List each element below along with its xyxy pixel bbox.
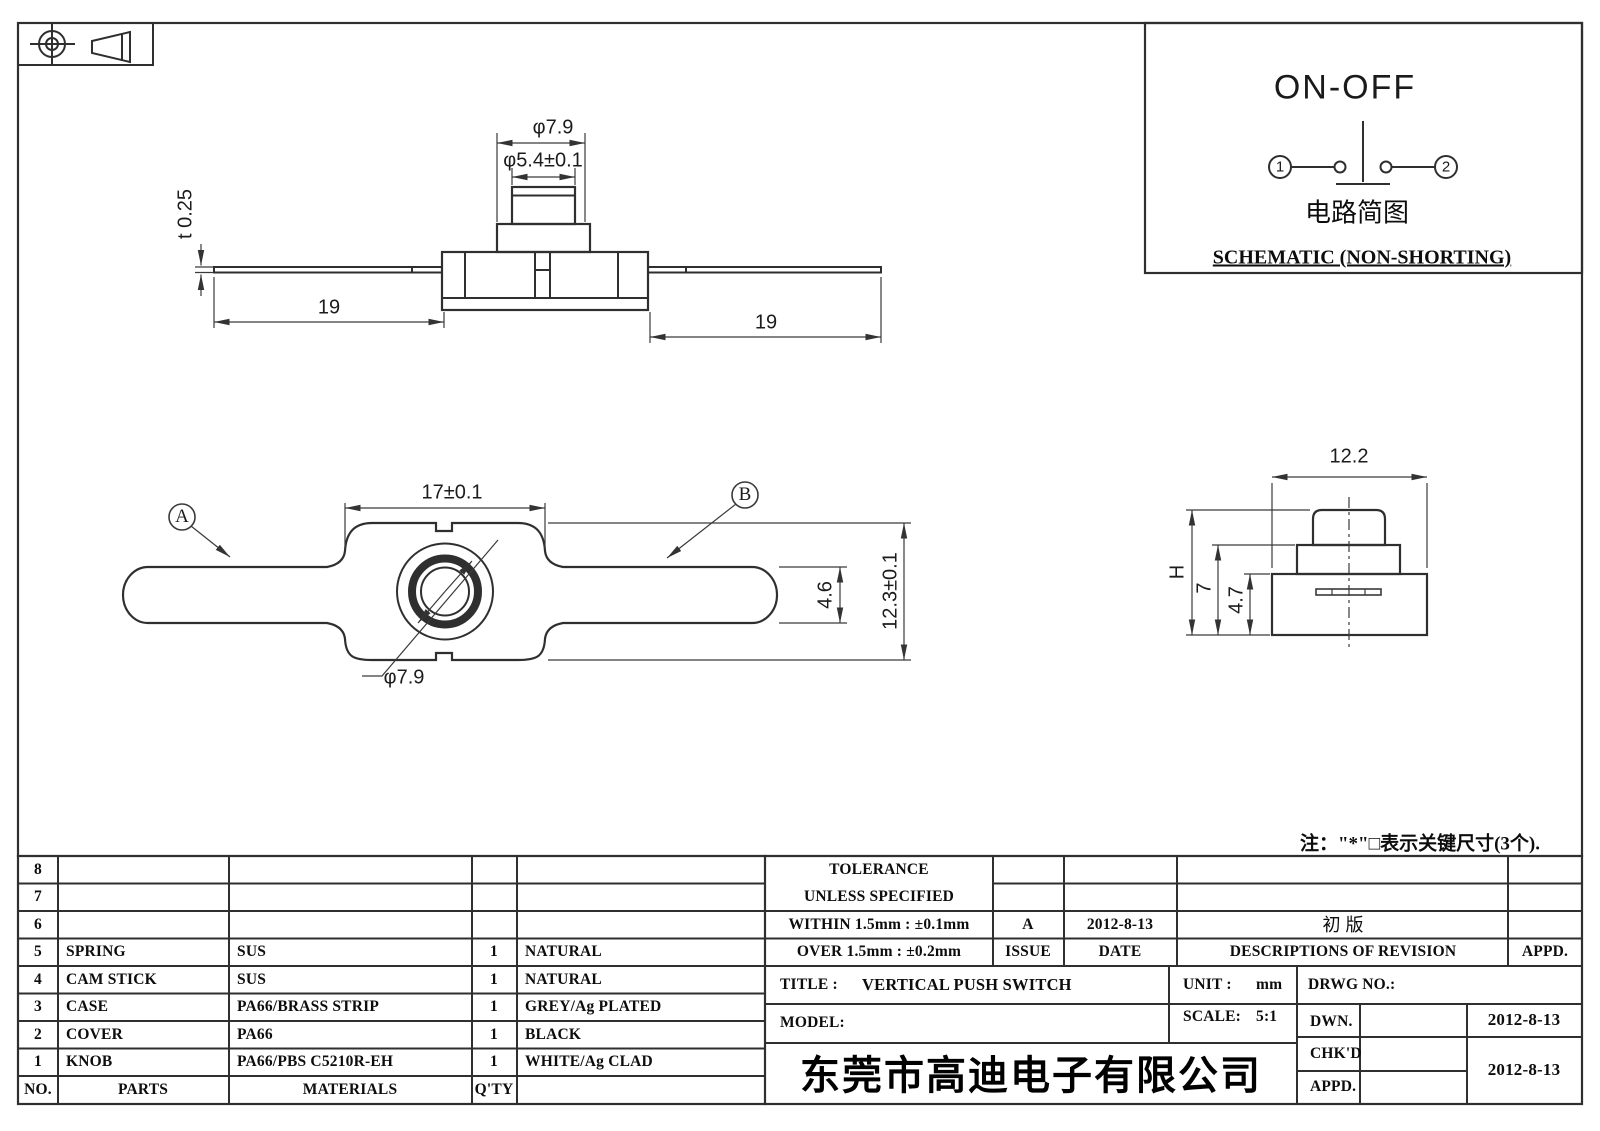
- part-name: CASE: [66, 998, 109, 1015]
- part-name: KNOB: [66, 1053, 113, 1070]
- tolerance-within: WITHIN 1.5mm : ±0.1mm: [788, 916, 970, 933]
- part-qty: 1: [490, 1026, 498, 1043]
- part-material: PA66/BRASS STRIP: [237, 998, 380, 1015]
- scale-label: SCALE:: [1183, 1008, 1242, 1025]
- part-finish: NATURAL: [525, 971, 602, 988]
- part-finish: NATURAL: [525, 943, 602, 960]
- front-view-drawing: [195, 133, 882, 343]
- terminal-1-label: 1: [1275, 158, 1285, 176]
- dim-base-height: 4.7: [1225, 586, 1248, 614]
- part-material: PA66: [237, 1026, 273, 1043]
- schematic-title: ON-OFF: [1273, 68, 1417, 107]
- dim-stem-diameter: φ5.4±0.1: [503, 149, 583, 172]
- revision-description-label: DESCRIPTIONS OF REVISION: [1229, 943, 1457, 960]
- chkd-date: 2012-8-13: [1487, 1060, 1561, 1079]
- part-name: CAM STICK: [66, 971, 157, 988]
- unit-value: mm: [1256, 976, 1283, 993]
- title-label: TITLE :: [780, 976, 838, 993]
- part-finish: GREY/Ag PLATED: [525, 998, 662, 1015]
- dim-body-width: 17±0.1: [421, 481, 483, 504]
- company-name: 东莞市高迪电子有限公司: [800, 1054, 1262, 1098]
- scale-value: 5:1: [1256, 1008, 1278, 1025]
- title-value: VERTICAL PUSH SWITCH: [862, 975, 1072, 994]
- part-material: SUS: [237, 971, 267, 988]
- part-name: SPRING: [66, 943, 126, 960]
- row-no: 3: [34, 998, 42, 1015]
- part-finish: WHITE/Ag CLAD: [525, 1053, 653, 1070]
- dim-total-height: H: [1166, 564, 1189, 580]
- part-name: COVER: [66, 1026, 123, 1043]
- part-qty: 1: [490, 1053, 498, 1070]
- dim-terminal-thickness: t 0.25: [174, 188, 197, 240]
- terminal-2-label: 2: [1441, 158, 1451, 176]
- revision-description-value: 初 版: [1322, 915, 1364, 935]
- part-finish: BLACK: [525, 1026, 582, 1043]
- part-material: PA66/PBS C5210R-EH: [237, 1053, 394, 1070]
- tolerance-subtitle: UNLESS SPECIFIED: [803, 888, 955, 905]
- drwg-no-label: DRWG NO.:: [1308, 976, 1396, 993]
- appd-label: APPD.: [1310, 1078, 1357, 1095]
- part-qty: 1: [490, 943, 498, 960]
- chkd-label: CHK'D: [1310, 1045, 1362, 1062]
- title-block-grid: [16, 854, 1584, 1106]
- dim-left-terminal-length: 19: [317, 296, 341, 319]
- schematic-diagram: [1143, 21, 1584, 275]
- part-qty: 1: [490, 971, 498, 988]
- part-material: SUS: [237, 943, 267, 960]
- dwn-date: 2012-8-13: [1487, 1010, 1561, 1029]
- dim-terminal-width: 4.6: [814, 581, 837, 609]
- row-no: 5: [34, 943, 42, 960]
- revision-issue-label: ISSUE: [1005, 943, 1051, 960]
- terminal-b-label: B: [738, 484, 752, 505]
- top-view-drawing: [121, 481, 911, 677]
- dim-hole-diameter: φ7.9: [383, 666, 425, 689]
- header-no: NO.: [24, 1081, 52, 1098]
- key-dimension-note: 注："*"□表示关键尺寸(3个).: [1300, 833, 1540, 855]
- row-no: 1: [34, 1053, 42, 1070]
- header-qty: Q'TY: [474, 1081, 514, 1098]
- row-no: 7: [34, 888, 42, 905]
- row-no: 6: [34, 916, 42, 933]
- revision-date-label: DATE: [1098, 943, 1142, 960]
- row-no: 2: [34, 1026, 42, 1043]
- row-no: 8: [34, 861, 42, 878]
- tolerance-over: OVER 1.5mm : ±0.2mm: [796, 943, 962, 960]
- projection-symbol-icon: [17, 22, 154, 66]
- unit-label: UNIT :: [1183, 976, 1232, 993]
- sheet-frame: [16, 21, 1584, 1106]
- revision-issue-value: A: [1022, 916, 1034, 933]
- terminal-a-label: A: [175, 506, 189, 527]
- dim-right-terminal-length: 19: [754, 311, 778, 334]
- row-no: 4: [34, 971, 42, 988]
- dim-mid-height: 7: [1193, 582, 1216, 594]
- revision-date-value: 2012-8-13: [1086, 916, 1154, 933]
- schematic-caption-cn: 电路简图: [1304, 197, 1410, 228]
- dim-side-width: 12.2: [1329, 445, 1369, 468]
- schematic-caption-en: SCHEMATIC (NON-SHORTING): [1212, 246, 1512, 269]
- model-label: MODEL:: [780, 1014, 845, 1031]
- dim-body-depth: 12.3±0.1: [879, 552, 902, 630]
- part-qty: 1: [490, 998, 498, 1015]
- dwn-label: DWN.: [1310, 1013, 1353, 1030]
- revision-appd-label: APPD.: [1521, 943, 1569, 960]
- header-parts: PARTS: [117, 1081, 169, 1098]
- tolerance-title: TOLERANCE: [829, 861, 929, 878]
- header-materials: MATERIALS: [302, 1081, 398, 1098]
- side-view-drawing: [1186, 473, 1429, 651]
- dim-knob-outer-diameter: φ7.9: [532, 116, 574, 139]
